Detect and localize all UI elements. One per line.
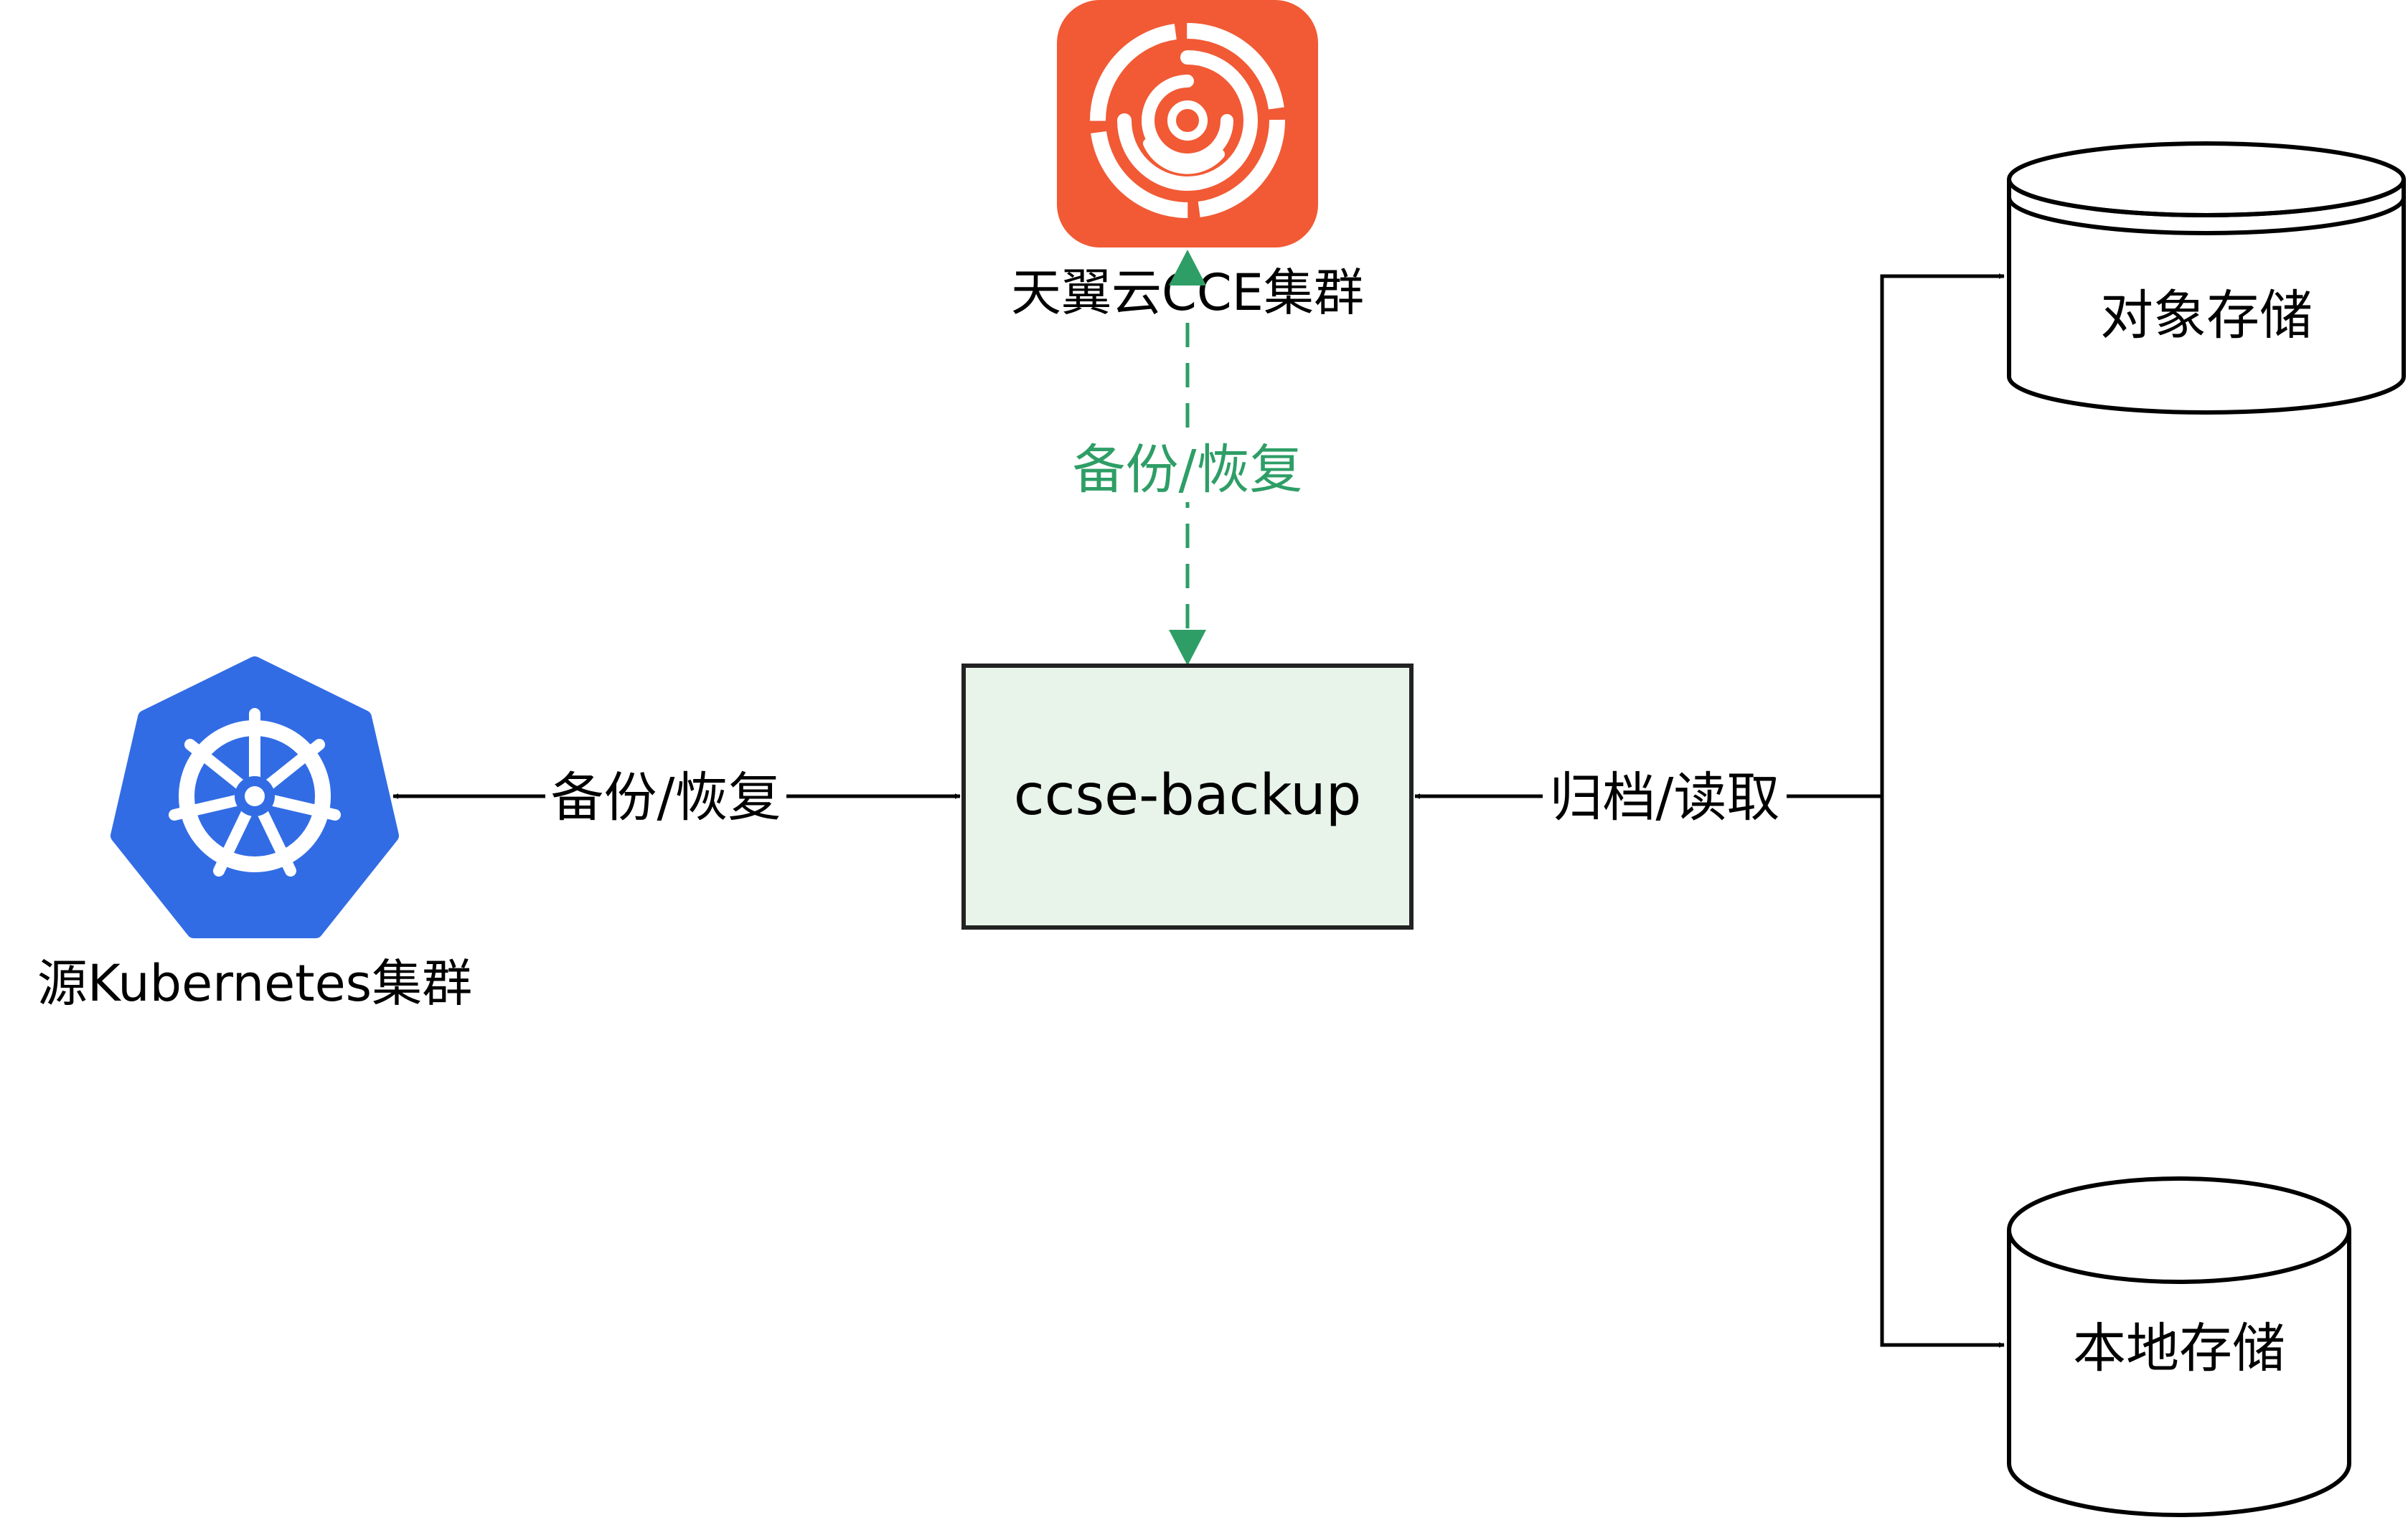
ctyun-backup-edge-label: 备份/恢复 [1073,439,1303,501]
ctyun-logo-icon [1057,0,1318,247]
storage-backup-edge-label: 归档/读取 [1550,767,1780,829]
object-storage-label: 对象存储 [2100,285,2313,346]
storage-backup-edge [1414,273,2005,1348]
ccse-backup-box [961,664,1414,930]
ccse-backup-label: ccse-backup [1014,763,1361,828]
kubernetes-helm-icon [110,656,399,938]
object-storage-cylinder [2007,141,2406,415]
local-storage-label: 本地存储 [2073,1318,2285,1379]
ctyun-backup-edge [1053,250,1322,666]
k8s-cluster-label: 源Kubernetes集群 [37,954,472,1013]
local-storage-cylinder [2007,1176,2351,1517]
k8s-backup-edge [392,760,961,832]
k8s-backup-edge-label: 备份/恢复 [551,767,781,829]
